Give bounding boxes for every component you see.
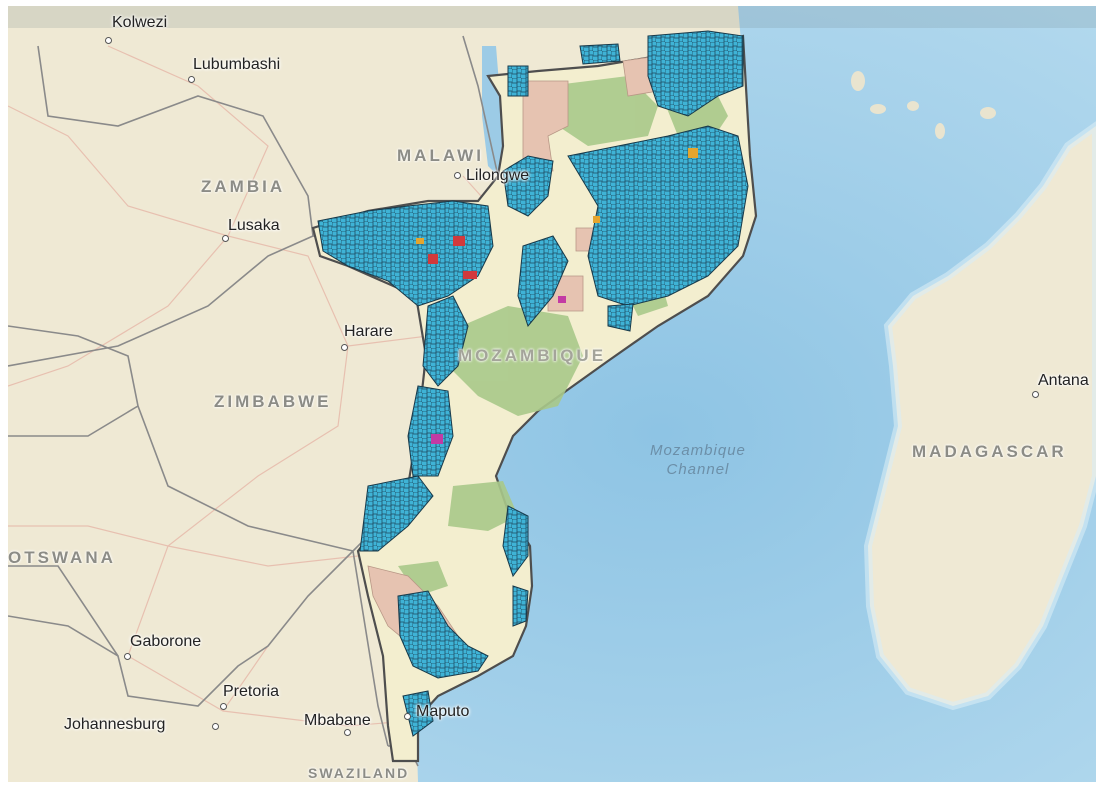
mbabane-dot (344, 729, 351, 736)
city-label-johannesburg[interactable]: Johannesburg (64, 716, 166, 733)
map-canvas[interactable] (8, 6, 1096, 782)
top-shade (8, 6, 1096, 28)
kolwezi-dot (105, 37, 112, 44)
johannesburg-dot (212, 723, 219, 730)
country-label-swaziland: SWAZILAND (308, 765, 410, 781)
comoros-islands (851, 71, 996, 139)
city-label-maputo[interactable]: Maputo (416, 703, 470, 720)
city-label-lusaka[interactable]: Lusaka (228, 217, 280, 234)
country-label-mozambique: MOZAMBIQUE (458, 346, 607, 365)
harare-dot (341, 344, 348, 351)
water-label-line-1: Mozambique (650, 442, 746, 459)
pretoria-dot (220, 703, 227, 710)
city-label-mbabane[interactable]: Mbabane (304, 712, 371, 729)
city-label-lilongwe[interactable]: Lilongwe (466, 167, 530, 184)
water-label-line-2: Channel (666, 461, 730, 478)
maputo-dot (404, 713, 411, 720)
country-label-malawi: MALAWI (397, 146, 484, 165)
city-label-kolwezi[interactable]: Kolwezi (112, 14, 168, 31)
country-label-zimbabwe: ZIMBABWE (214, 392, 332, 411)
lilongwe-dot (454, 172, 461, 179)
mining-concessions (317, 30, 749, 737)
city-label-lubumbashi[interactable]: Lubumbashi (193, 56, 281, 73)
antananarivo-dot (1032, 391, 1039, 398)
country-label-botswana: OTSWANA (8, 548, 116, 567)
city-label-gaborone[interactable]: Gaborone (130, 633, 202, 650)
water-label-mozambique-channel: Mozambique Channel (650, 443, 746, 477)
highlighted-parcels (416, 148, 698, 444)
city-label-pretoria[interactable]: Pretoria (223, 683, 280, 700)
country-borders (8, 35, 529, 767)
gaborone-dot (124, 653, 131, 660)
map-view[interactable]: Kolwezi Lubumbashi Lilongwe Lusaka Harar… (8, 6, 1096, 782)
city-label-harare[interactable]: Harare (344, 323, 393, 340)
madagascar-island (863, 121, 1096, 711)
lusaka-dot (222, 235, 229, 242)
country-label-madagascar: MADAGASCAR (912, 442, 1067, 461)
country-label-zambia: ZAMBIA (201, 177, 286, 196)
city-label-antananarivo[interactable]: Antana (1038, 372, 1089, 389)
lubumbashi-dot (188, 76, 195, 83)
